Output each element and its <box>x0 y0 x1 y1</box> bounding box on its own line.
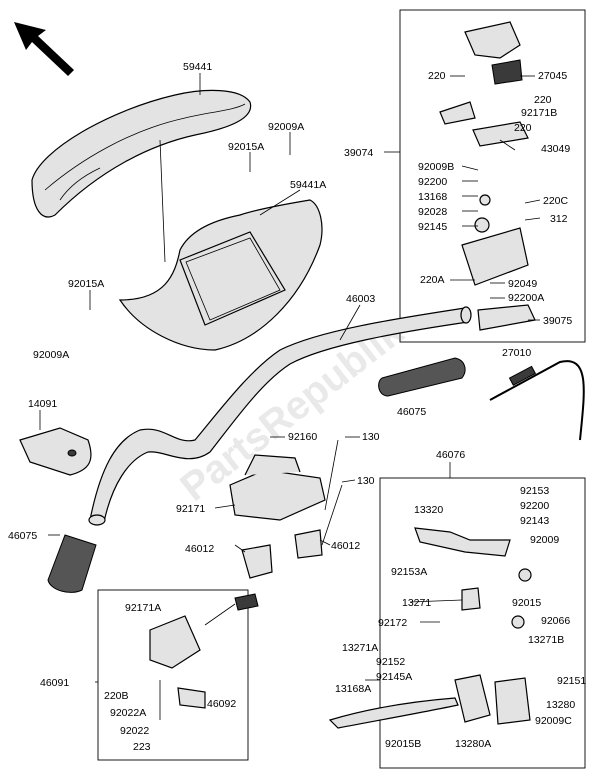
label-220-b: 220 <box>534 94 552 106</box>
label-92151: 92151 <box>557 675 586 687</box>
label-13271A: 13271A <box>342 642 378 654</box>
label-13280: 13280 <box>546 699 575 711</box>
cover-14091 <box>19 427 92 476</box>
headlight-cover-59441 <box>31 89 252 218</box>
label-92160: 92160 <box>288 431 317 443</box>
label-13320: 13320 <box>414 504 443 516</box>
instrument-housing-59441A <box>118 199 323 351</box>
label-13271B: 13271B <box>528 634 564 646</box>
label-92172: 92172 <box>378 617 407 629</box>
label-220: 220 <box>428 70 446 82</box>
label-46075: 46075 <box>397 406 426 418</box>
label-59441A: 59441A <box>290 179 326 191</box>
throttle-assembly-39074 <box>439 21 536 331</box>
right-grip-46075 <box>378 357 466 397</box>
label-27045: 27045 <box>538 70 567 82</box>
label-39074: 39074 <box>344 147 373 159</box>
label-92049: 92049 <box>508 278 537 290</box>
label-14091: 14091 <box>28 398 57 410</box>
label-92015: 92015 <box>512 597 541 609</box>
label-46092: 46092 <box>207 698 236 710</box>
label-92022: 92022 <box>120 725 149 737</box>
frame-39074 <box>399 9 586 343</box>
frame-46091 <box>97 589 249 761</box>
label-312: 312 <box>550 213 568 225</box>
frame-46076 <box>379 477 586 769</box>
label-92022A: 92022A <box>110 707 146 719</box>
label-130-b: 130 <box>357 475 375 487</box>
handlebar-clamp <box>229 439 343 579</box>
label-46076: 46076 <box>436 449 465 461</box>
label-92028: 92028 <box>418 206 447 218</box>
label-92200A: 92200A <box>508 292 544 304</box>
label-92015A-b: 92015A <box>68 278 104 290</box>
brake-lever-46076 <box>328 527 532 729</box>
label-92171: 92171 <box>176 503 205 515</box>
label-46012: 46012 <box>185 543 214 555</box>
label-92009B: 92009B <box>418 161 454 173</box>
left-grip-46075 <box>47 534 97 593</box>
label-39075: 39075 <box>543 315 572 327</box>
label-220-c: 220 <box>514 122 532 134</box>
label-92143: 92143 <box>520 515 549 527</box>
label-92200: 92200 <box>418 176 447 188</box>
part-labels: 59441 92009A 92015A 59441A 92015A 92009A… <box>8 61 586 753</box>
orientation-arrow-icon <box>14 22 74 76</box>
label-46012-b: 46012 <box>331 540 360 552</box>
label-13280A: 13280A <box>455 738 491 750</box>
label-92009C: 92009C <box>535 715 572 727</box>
label-92171A: 92171A <box>125 602 161 614</box>
label-27010: 27010 <box>502 347 531 359</box>
label-92015B: 92015B <box>385 738 421 750</box>
label-92015A: 92015A <box>228 141 264 153</box>
label-92152: 92152 <box>376 656 405 668</box>
label-220C: 220C <box>543 195 569 207</box>
label-43049: 43049 <box>541 143 570 155</box>
label-92145A: 92145A <box>376 671 412 683</box>
label-59441: 59441 <box>183 61 212 73</box>
label-13168A: 13168A <box>335 683 371 695</box>
label-220B: 220B <box>104 690 129 702</box>
label-46075-b: 46075 <box>8 530 37 542</box>
label-92145: 92145 <box>418 221 447 233</box>
label-92171B: 92171B <box>521 107 557 119</box>
label-46091: 46091 <box>40 677 69 689</box>
label-220A: 220A <box>420 274 445 286</box>
label-13271: 13271 <box>402 597 431 609</box>
label-223: 223 <box>133 741 151 753</box>
leader-lines <box>39 73 541 683</box>
label-92153A: 92153A <box>391 566 427 578</box>
label-92153: 92153 <box>520 485 549 497</box>
label-92009A: 92009A <box>268 121 304 133</box>
label-13168: 13168 <box>418 191 447 203</box>
label-92200-b: 92200 <box>520 500 549 512</box>
label-46003: 46003 <box>346 293 375 305</box>
label-92009A-b: 92009A <box>33 349 69 361</box>
handlebar-46003 <box>88 306 472 526</box>
switch-assembly-46091 <box>149 593 259 720</box>
label-92009: 92009 <box>530 534 559 546</box>
throttle-cable-27010 <box>489 360 585 441</box>
label-92066: 92066 <box>541 615 570 627</box>
label-130: 130 <box>362 431 380 443</box>
